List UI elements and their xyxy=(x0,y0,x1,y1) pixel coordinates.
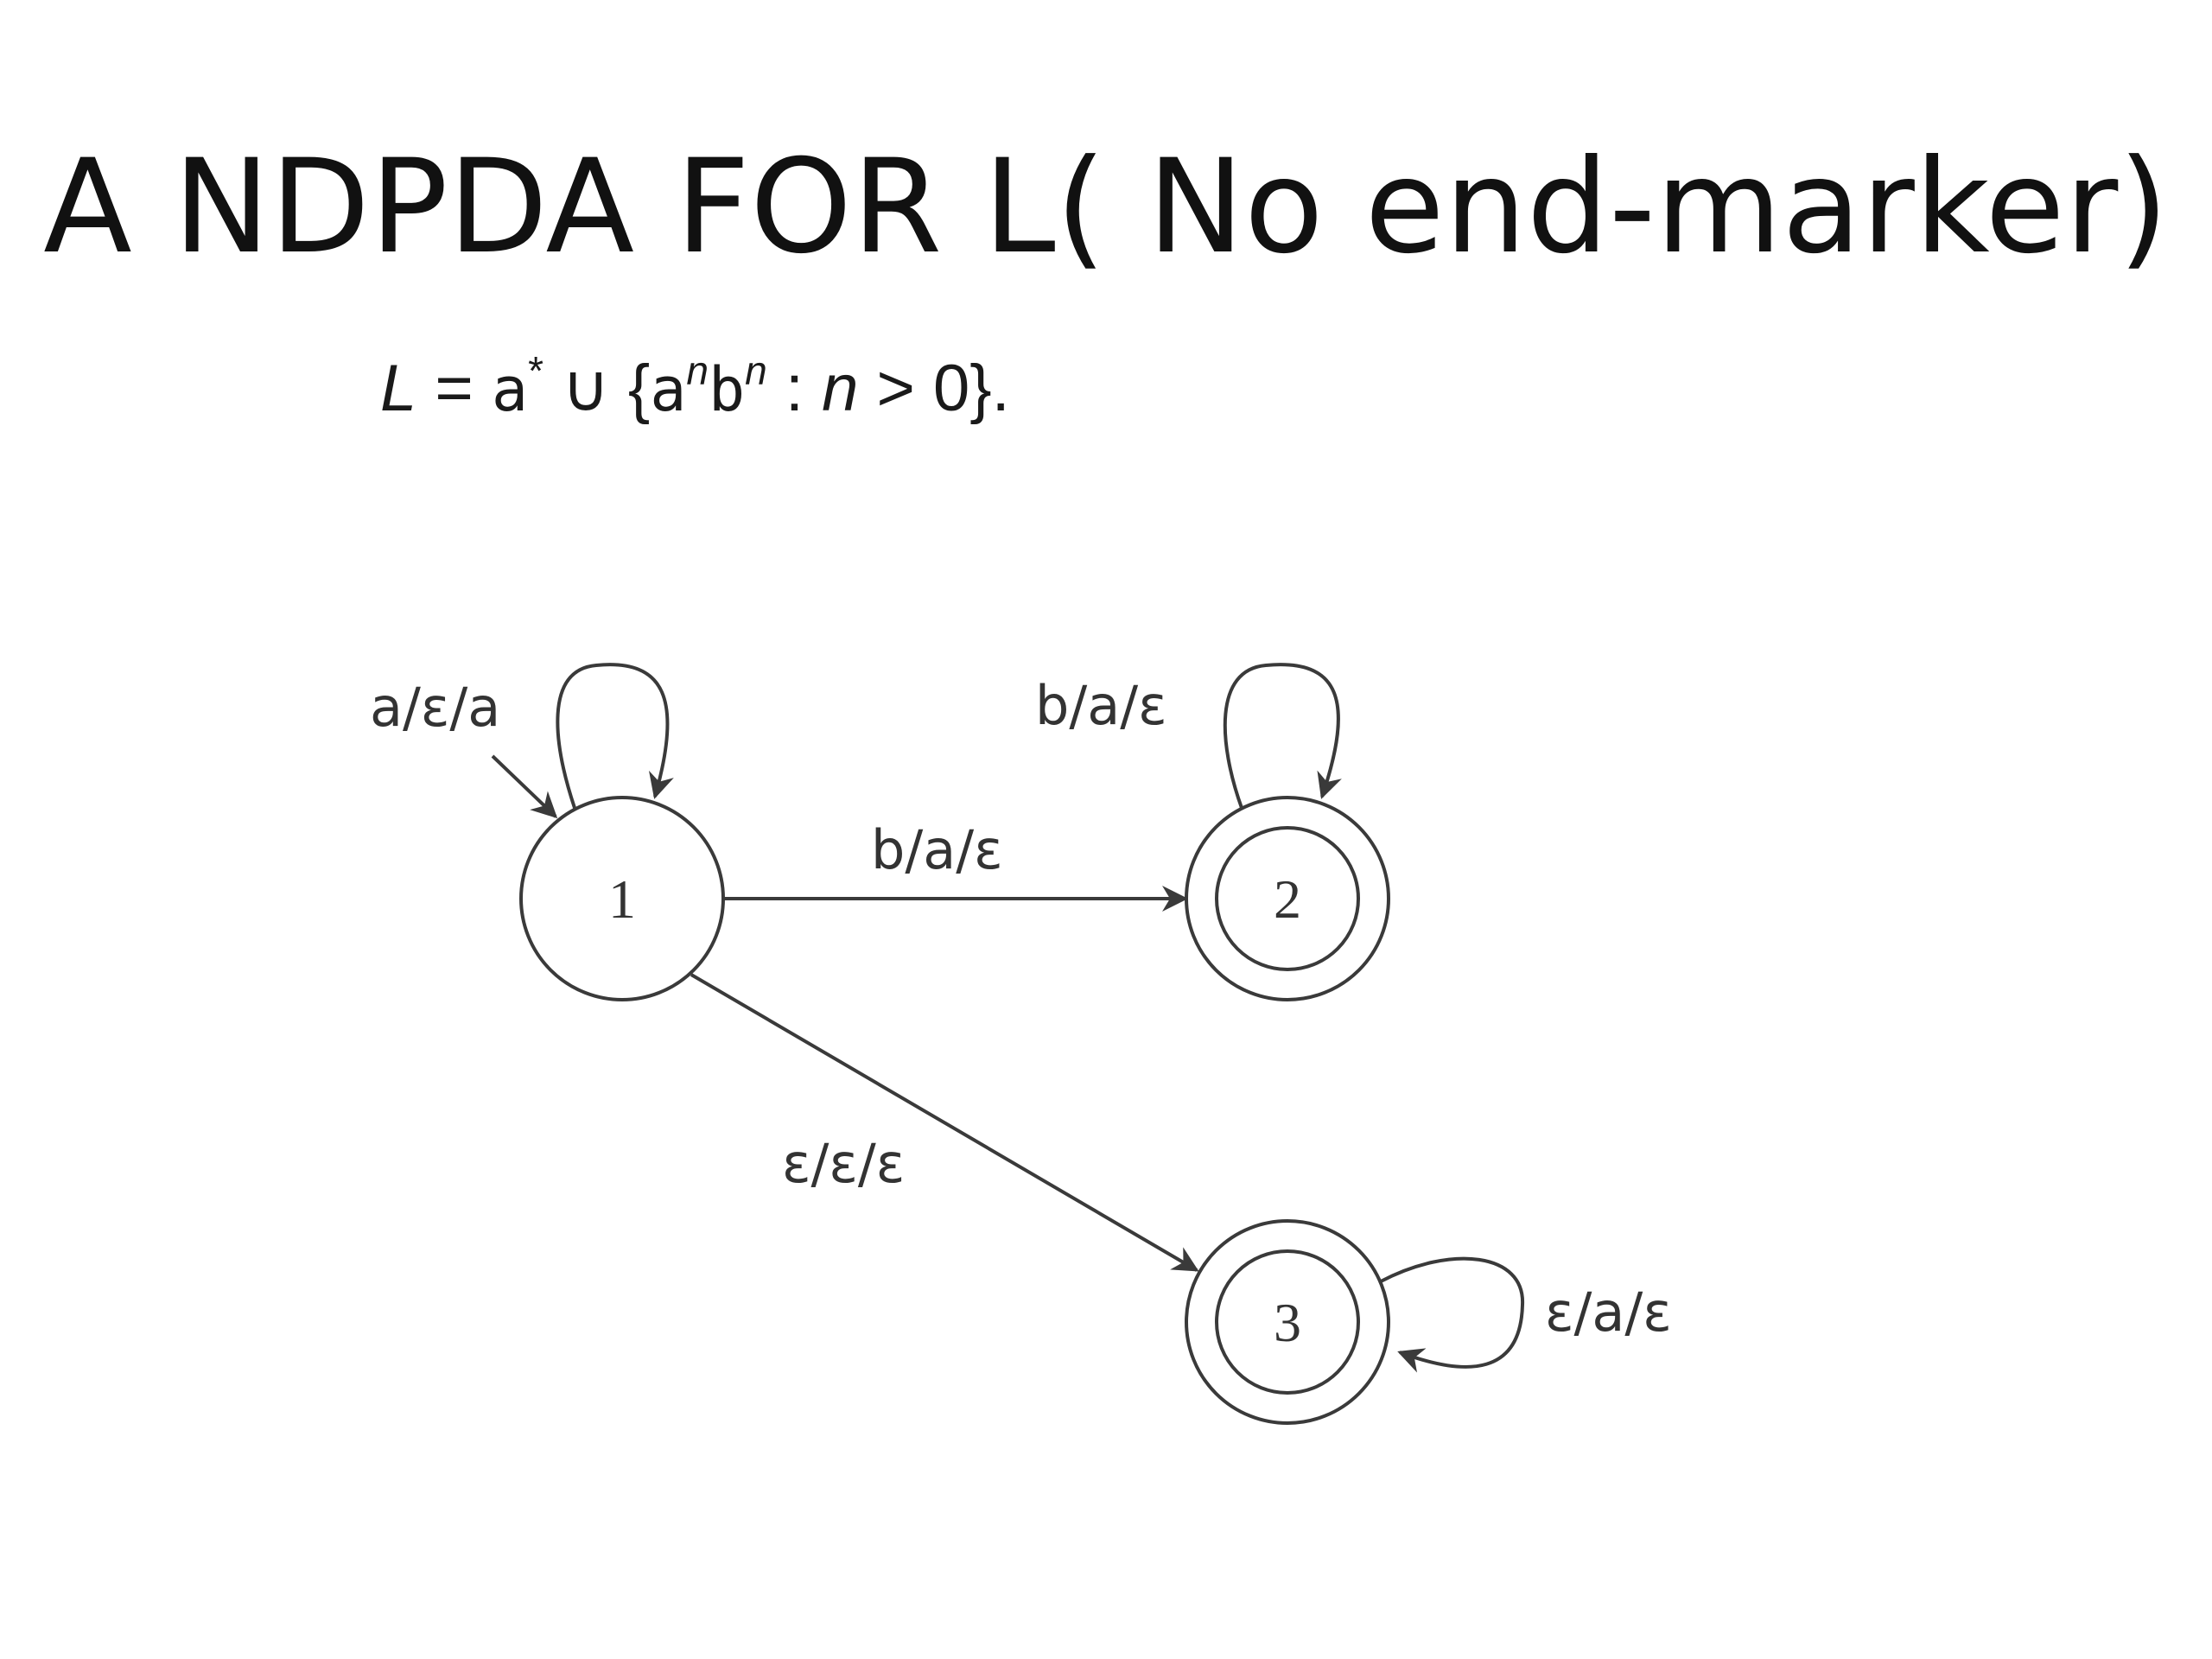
transition-label-3-3: ε/a/ε xyxy=(1545,1281,1672,1344)
transition-label-2-2: b/a/ε xyxy=(1035,674,1167,737)
formula-b: b xyxy=(708,354,746,425)
state-1-label: 1 xyxy=(608,868,636,930)
transition-label-1-2: b/a/ε xyxy=(871,818,1003,881)
slide-title: A NDPDA FOR L( No end-marker) xyxy=(43,132,2169,283)
state-1-circle xyxy=(519,796,725,1001)
state-3: 3 xyxy=(1185,1219,1390,1425)
formula-equals: = xyxy=(416,352,492,425)
transition-1-1 xyxy=(556,663,674,809)
state-1: 1 xyxy=(519,796,725,1001)
formula-colon: : xyxy=(766,352,823,425)
formula-union: ∪ { xyxy=(543,352,651,425)
state-3-inner-circle xyxy=(1215,1249,1360,1395)
transition-label-1-1: a/ε/a xyxy=(370,676,500,739)
start-arrow xyxy=(491,754,558,819)
formula-b-exp: n xyxy=(745,348,767,393)
transition-2-2 xyxy=(1223,663,1342,809)
formula-a-exp: n xyxy=(686,348,709,393)
formula-astar-base: a xyxy=(491,354,529,425)
formula-lhs: L xyxy=(380,352,417,425)
transition-3-3 xyxy=(1380,1256,1525,1373)
language-formula: L = a* ∪ {anbn : n > 0}. xyxy=(380,346,1010,433)
transition-label-1-3: ε/ε/ε xyxy=(782,1132,905,1195)
state-3-label: 3 xyxy=(1274,1292,1301,1353)
formula-cond: > 0}. xyxy=(858,352,1010,425)
transition-1-3 xyxy=(690,973,1199,1272)
formula-astar-sup: * xyxy=(528,348,543,393)
state-2-label: 2 xyxy=(1274,868,1301,930)
state-2: 2 xyxy=(1185,796,1390,1001)
state-2-inner-circle xyxy=(1215,826,1360,971)
formula-a: a xyxy=(650,354,687,425)
formula-n: n xyxy=(822,352,859,425)
